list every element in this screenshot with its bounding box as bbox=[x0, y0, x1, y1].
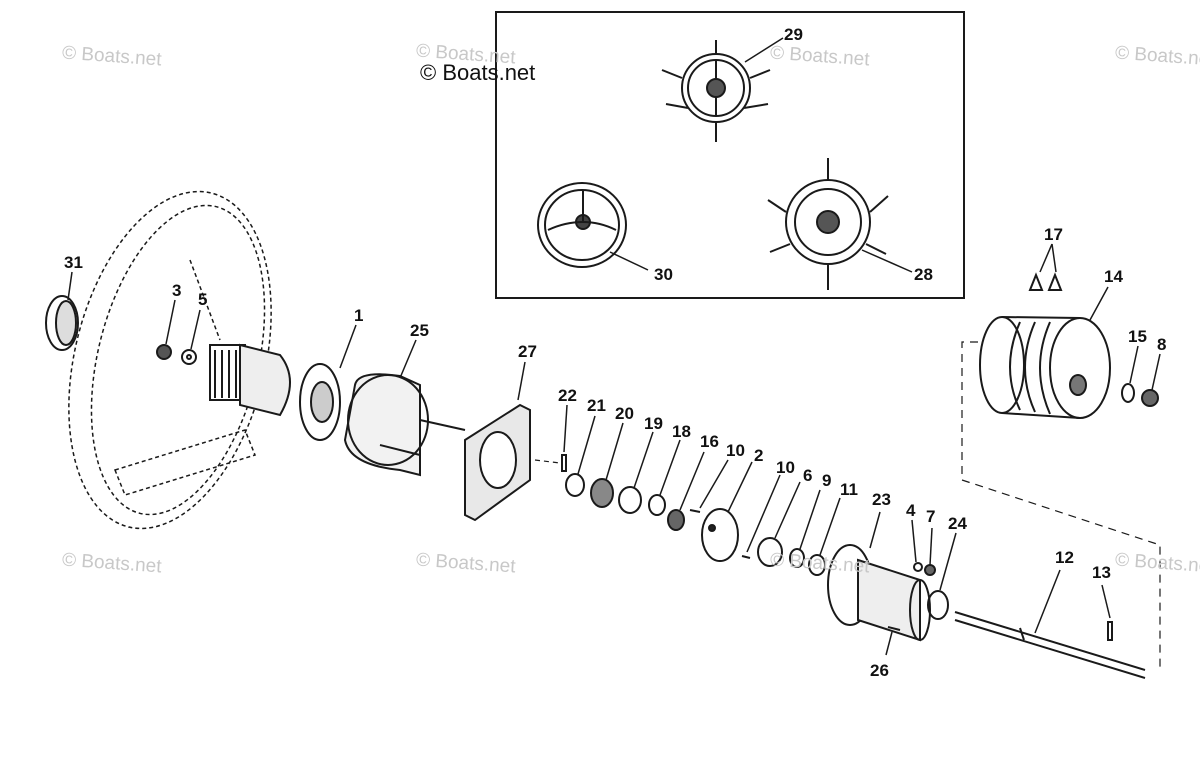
part-18-washer bbox=[648, 494, 666, 516]
callout-20: 20 bbox=[615, 404, 634, 423]
part-12-shaft bbox=[954, 611, 1146, 679]
part-2-plate bbox=[701, 508, 739, 562]
part-29-spoked-wheel bbox=[661, 40, 771, 142]
callout-9: 9 bbox=[822, 471, 832, 490]
callout-15: 15 bbox=[1128, 327, 1147, 346]
part-30-plain-wheel bbox=[537, 182, 627, 268]
part-21-ring bbox=[565, 473, 585, 497]
part-7-nut bbox=[924, 564, 936, 576]
part-27-bracket bbox=[464, 403, 531, 522]
part-25-housing bbox=[343, 373, 466, 477]
callout-4: 4 bbox=[906, 501, 916, 520]
callout-13: 13 bbox=[1092, 563, 1111, 582]
callout-31: 31 bbox=[64, 253, 83, 272]
part-5-washer bbox=[181, 349, 197, 365]
callout-29: 29 bbox=[784, 25, 803, 44]
part-11-ring bbox=[808, 554, 826, 576]
callout-10a: 10 bbox=[726, 441, 745, 460]
callout-27: 27 bbox=[518, 342, 537, 361]
callout-25: 25 bbox=[410, 321, 429, 340]
callout-22: 22 bbox=[558, 386, 577, 405]
callout-8: 8 bbox=[1157, 335, 1167, 354]
part-28-ship-wheel bbox=[767, 158, 889, 290]
part-14-spool bbox=[979, 316, 1111, 419]
callout-1: 1 bbox=[354, 306, 364, 325]
callout-16: 16 bbox=[700, 432, 719, 451]
callout-28: 28 bbox=[914, 265, 933, 284]
callout-17: 17 bbox=[1044, 225, 1063, 244]
part-4-washer bbox=[913, 562, 923, 572]
callout-12: 12 bbox=[1055, 548, 1074, 567]
callout-11: 11 bbox=[840, 480, 858, 499]
part-23-mount bbox=[827, 544, 931, 642]
part-6-washer bbox=[757, 537, 783, 567]
callout-14: 14 bbox=[1104, 267, 1123, 286]
part-13-pin bbox=[1107, 621, 1113, 641]
part-22-pin bbox=[561, 454, 567, 472]
callout-6: 6 bbox=[803, 466, 813, 485]
part-19-washer bbox=[618, 486, 642, 514]
part-24-bushing bbox=[927, 590, 949, 620]
callout-21: 21 bbox=[587, 396, 606, 415]
part-8-nut bbox=[1141, 389, 1159, 407]
callout-23: 23 bbox=[872, 490, 891, 509]
wheel-hub bbox=[209, 343, 291, 417]
callout-3: 3 bbox=[172, 281, 182, 300]
part-26-screw bbox=[887, 626, 901, 631]
callout-18: 18 bbox=[672, 422, 691, 441]
part-31-cap bbox=[45, 295, 79, 351]
callout-10b: 10 bbox=[776, 458, 795, 477]
callout-2: 2 bbox=[754, 446, 764, 465]
callout-5: 5 bbox=[198, 290, 208, 309]
part-10-screw-b bbox=[741, 555, 751, 559]
callout-26: 26 bbox=[870, 661, 889, 680]
callout-30: 30 bbox=[654, 265, 673, 284]
part-15-washer bbox=[1121, 383, 1135, 403]
part-20-spring bbox=[590, 478, 614, 508]
part-9-ring bbox=[789, 548, 805, 568]
part-16-nut bbox=[667, 509, 685, 531]
copyright-label: © Boats.net bbox=[420, 60, 536, 85]
callout-7: 7 bbox=[926, 507, 936, 526]
part-3-nut bbox=[156, 344, 172, 360]
part-10-screw-a bbox=[689, 509, 701, 513]
part-17-clips bbox=[1028, 272, 1063, 291]
callout-24: 24 bbox=[948, 514, 967, 533]
callout-19: 19 bbox=[644, 414, 663, 433]
part-1-flange bbox=[299, 363, 341, 441]
inset-frame bbox=[495, 11, 965, 299]
